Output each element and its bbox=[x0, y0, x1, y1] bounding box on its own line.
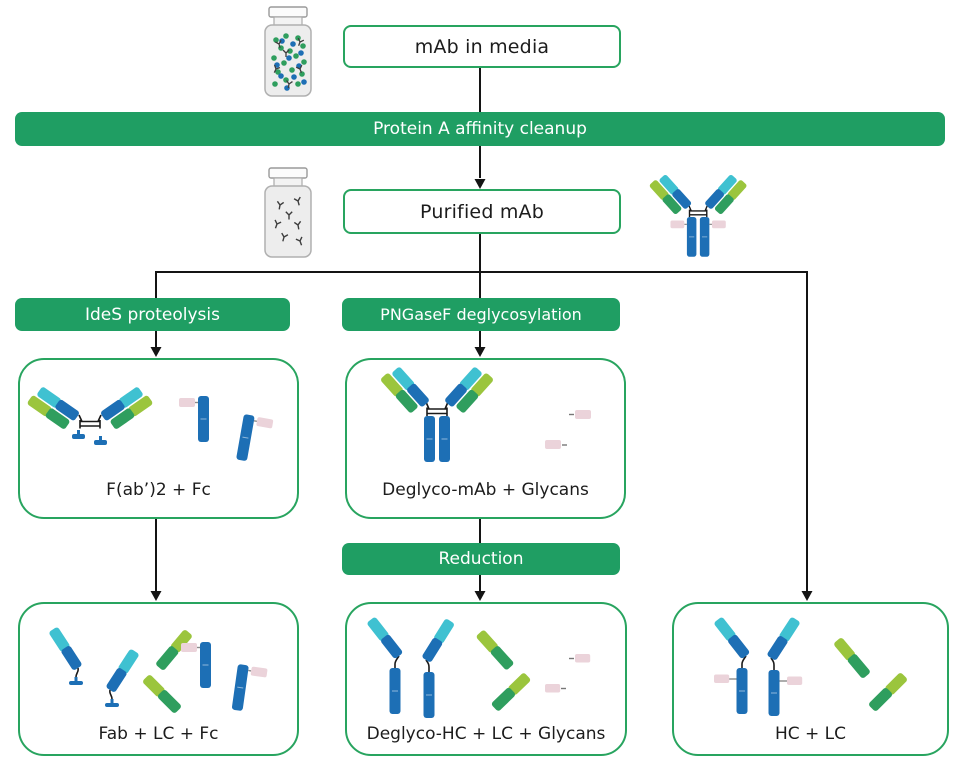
arrowhead-purified bbox=[474, 179, 486, 189]
banner-pngasef-label: PNGaseF deglycosylation bbox=[380, 305, 582, 324]
vial-media-icon bbox=[264, 6, 312, 97]
banner-ides-label: IdeS proteolysis bbox=[84, 304, 220, 325]
caption-fab2-fc: F(ab’)2 + Fc bbox=[106, 480, 211, 500]
arrowhead-fablcfc-box bbox=[150, 591, 162, 601]
mab-deglycosylated-icon bbox=[380, 364, 494, 462]
fc-fragment-icon bbox=[179, 395, 274, 462]
caption-fab-lc-fc: Fab + LC + Fc bbox=[98, 724, 219, 744]
light-chain-icon bbox=[475, 629, 532, 712]
caption-deglyco-mab: Deglyco-mAb + Glycans bbox=[382, 480, 589, 500]
banner-ides-proteolysis: IdeS proteolysis bbox=[15, 298, 290, 331]
banner-reduction: Reduction bbox=[342, 543, 620, 575]
connector-branch bbox=[155, 231, 808, 273]
node-mab-in-media: mAb in media bbox=[343, 25, 621, 68]
heavy-chain-icon bbox=[366, 616, 456, 719]
arrowhead-deglyco-box bbox=[474, 347, 486, 357]
vial-purified-icon bbox=[264, 167, 312, 258]
mab-glycosylated-icon bbox=[648, 172, 750, 262]
heavy-chain-glycan-icon bbox=[713, 616, 803, 717]
box-fab-lc-fc: Fab + LC + Fc bbox=[18, 602, 299, 756]
deglyco-hc-icons bbox=[366, 616, 591, 719]
node-purified-mab: Purified mAb bbox=[343, 189, 621, 234]
node-purified-mab-label: Purified mAb bbox=[420, 200, 544, 223]
deglyco-mab-icons bbox=[349, 362, 591, 478]
fab-fragment-icon bbox=[48, 626, 140, 707]
arrowhead-fab2-box bbox=[150, 347, 162, 357]
node-mab-in-media-label: mAb in media bbox=[414, 35, 550, 58]
arrowhead-hclc-box bbox=[801, 591, 813, 601]
light-chain-icon bbox=[141, 628, 193, 715]
banner-protein-a-label: Protein A affinity cleanup bbox=[373, 119, 587, 139]
hc-lc-icons bbox=[713, 616, 909, 717]
box-hc-lc: HC + LC bbox=[672, 602, 949, 756]
arrowhead-reduced-box bbox=[474, 591, 486, 601]
caption-deglyco-hc-lc: Deglyco-HC + LC + Glycans bbox=[366, 724, 606, 744]
banner-reduction-label: Reduction bbox=[438, 549, 524, 569]
banner-pngasef-deglycosylation: PNGaseF deglycosylation bbox=[342, 298, 620, 331]
light-chain-icon bbox=[833, 636, 909, 713]
banner-protein-a-cleanup: Protein A affinity cleanup bbox=[15, 112, 945, 146]
fab-lc-fc-icons bbox=[48, 626, 268, 715]
fab2-fc-icons bbox=[26, 386, 274, 462]
box-fab2-fc: F(ab’)2 + Fc bbox=[18, 358, 299, 519]
box-deglyco-mab: Deglyco-mAb + Glycans bbox=[345, 358, 626, 519]
box-deglyco-hc-lc: Deglyco-HC + LC + Glycans bbox=[345, 602, 627, 756]
fab2-fragment-icon bbox=[26, 386, 154, 445]
fc-fragment-icon bbox=[181, 641, 268, 712]
caption-hc-lc: HC + LC bbox=[774, 724, 847, 744]
released-glycan-icon bbox=[545, 410, 591, 449]
released-glycan-icon bbox=[545, 654, 591, 693]
